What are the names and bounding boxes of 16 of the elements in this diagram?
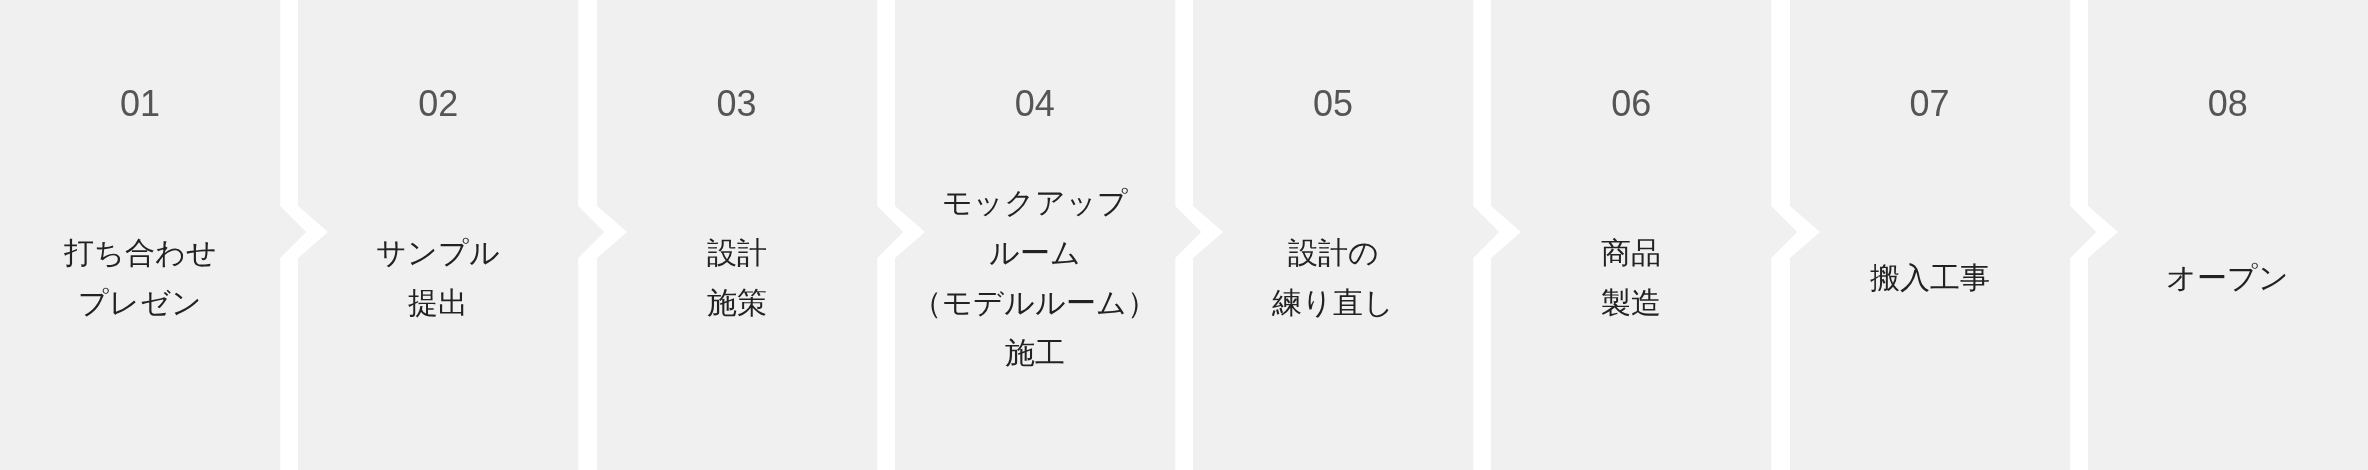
step-label: 設計の練り直し [1272,235,1395,321]
step-number: 08 [2207,84,2248,124]
step-label: 設計施策 [706,235,767,321]
step-number: 01 [120,84,161,124]
step-label: 搬入工事 [1869,260,1990,296]
step-number: 03 [716,84,757,124]
step-number: 06 [1611,84,1652,124]
step-label: モックアップルーム（モデルルーム）施工 [912,185,1158,371]
step-number: 02 [418,84,459,124]
step-label: サンプル提出 [376,235,501,321]
step-label: 商品製造 [1601,235,1662,321]
step-number: 04 [1014,84,1055,124]
step-label: オープン [2166,260,2290,296]
step-number: 05 [1313,84,1354,124]
step-label: 打ち合わせプレゼン [63,235,217,321]
step-number: 07 [1909,84,1950,124]
